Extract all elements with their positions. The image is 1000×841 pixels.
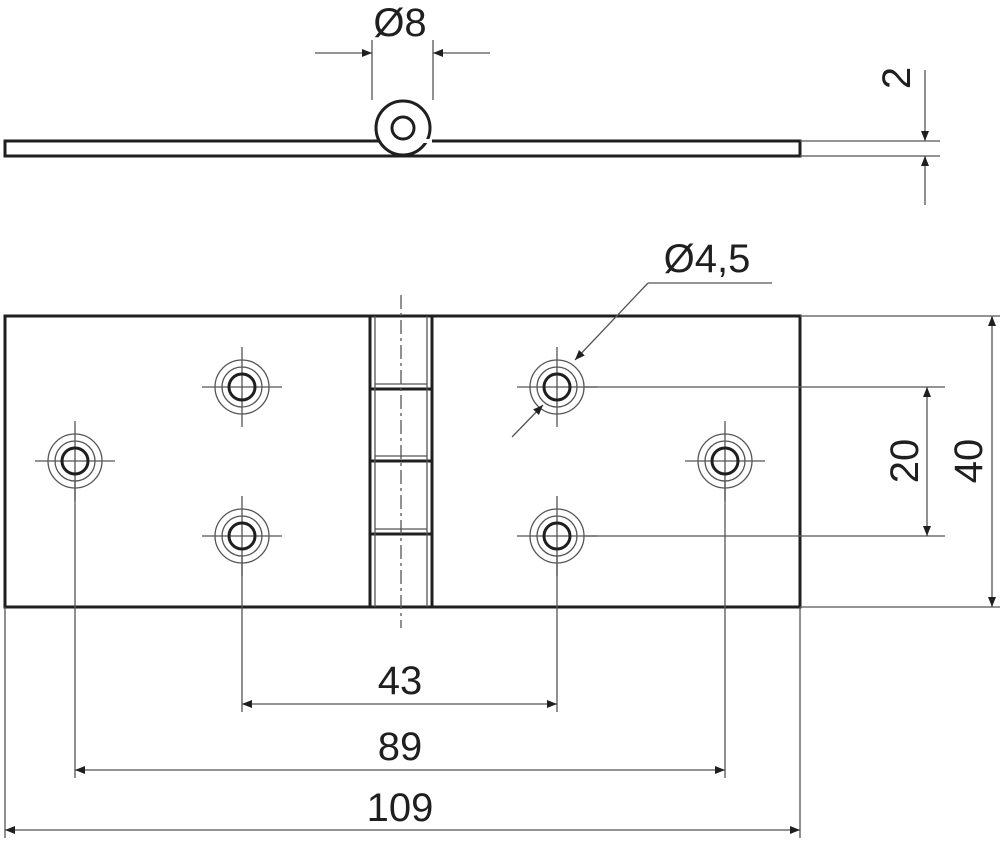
- row-spacing-label: 20: [883, 439, 927, 484]
- top-view: Ø4,5 20 40: [3, 237, 1000, 838]
- mounting-holes: [35, 347, 765, 576]
- overall-length-label: 109: [367, 786, 434, 830]
- overall-width-label: 40: [947, 439, 991, 484]
- thickness-label: 2: [875, 67, 919, 89]
- pin-hole: [390, 115, 416, 141]
- knuckle-strip: [368, 295, 434, 628]
- hinge-knuckle: [374, 99, 432, 157]
- inner-spacing-label: 43: [378, 659, 423, 703]
- hole-diameter-dimension: Ø4,5: [511, 237, 772, 438]
- width-dimensions: 20 40: [583, 315, 1000, 608]
- length-dimensions: 43 89 109: [4, 480, 801, 838]
- mounting-hole: [202, 347, 282, 427]
- outer-spacing-label: 89: [378, 725, 423, 769]
- thickness-dimension: 2: [800, 67, 940, 205]
- hinge-plate: [3, 314, 802, 609]
- side-view: Ø8 2: [3, 1, 940, 205]
- pin-diameter-dimension: Ø8: [315, 1, 490, 100]
- pin-diameter-label: Ø8: [373, 1, 426, 45]
- hole-diameter-label: Ø4,5: [664, 237, 751, 281]
